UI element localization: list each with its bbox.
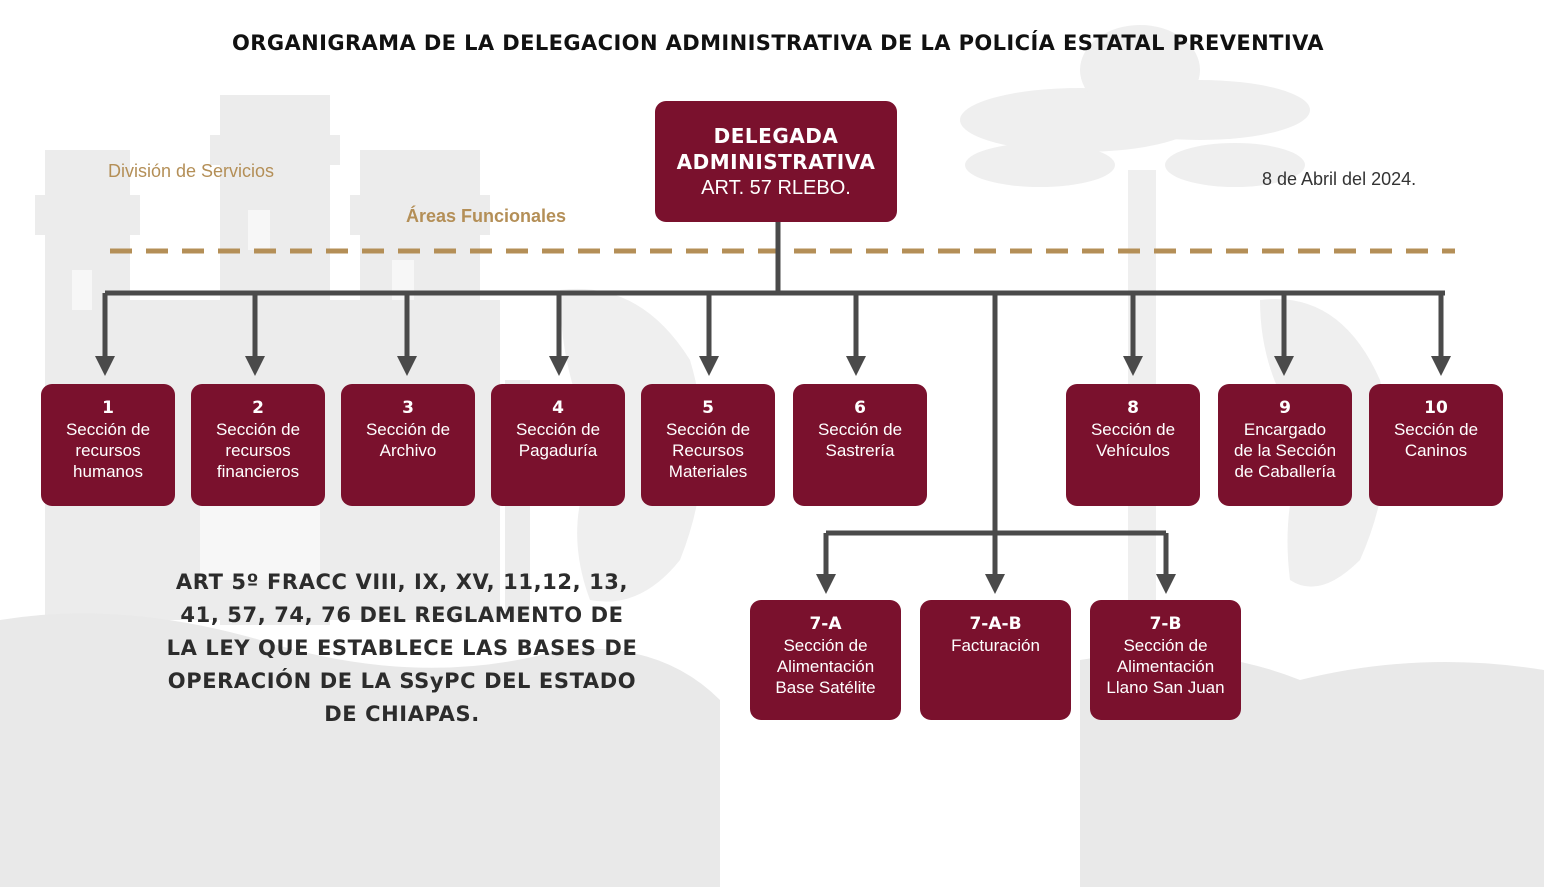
top-node-line2: ADMINISTRATIVA <box>676 150 876 174</box>
section-5-arrowhead <box>699 356 719 376</box>
node-section-7ab: 7-A-B Facturación <box>920 600 1071 720</box>
node-number: 9 <box>1279 398 1291 418</box>
node-section-2: 2 Sección de recursos financieros <box>191 384 325 506</box>
division-label: División de Servicios <box>108 161 275 181</box>
node-section-3: 3 Sección de Archivo <box>341 384 475 506</box>
node-label: Sección de Recursos Materiales <box>665 420 751 481</box>
areas-label: Áreas Funcionales <box>406 206 567 226</box>
section-8-arrowhead <box>1274 356 1294 376</box>
node-number: 2 <box>252 398 264 418</box>
section-4-arrowhead <box>549 356 569 376</box>
node-number: 6 <box>854 398 866 418</box>
top-node-delegada: DELEGADA ADMINISTRATIVA ART. 57 RLEBO. <box>655 101 897 222</box>
subsection-3-arrowhead <box>1156 574 1176 594</box>
subsection-1-arrowhead <box>816 574 836 594</box>
section-6-arrowhead <box>846 356 866 376</box>
node-label: Sección de Archivo <box>365 420 451 460</box>
node-section-8: 8 Sección de Vehículos <box>1066 384 1200 506</box>
node-section-6: 6 Sección de Sastrería <box>793 384 927 506</box>
top-node-line1: DELEGADA <box>713 124 839 148</box>
section-7-arrowhead <box>1123 356 1143 376</box>
node-label: Sección de Sastrería <box>817 420 903 460</box>
node-number: 5 <box>702 398 714 418</box>
node-section-7b: 7-B Sección de Alimentación Llano San Ju… <box>1090 600 1241 720</box>
node-section-5: 5 Sección de Recursos Materiales <box>641 384 775 506</box>
top-node-line3: ART. 57 RLEBO. <box>701 177 851 199</box>
subsection-2-arrowhead <box>985 574 1005 594</box>
node-section-10: 10 Sección de Caninos <box>1369 384 1503 506</box>
node-number: 7-A-B <box>969 614 1022 634</box>
node-number: 1 <box>102 398 114 418</box>
node-label: Sección de Alimentación Llano San Juan <box>1106 636 1225 697</box>
node-number: 7-A <box>809 614 842 634</box>
node-section-9: 9 Encargado de la Sección de Caballería <box>1218 384 1352 506</box>
section-1-arrowhead <box>95 356 115 376</box>
node-number: 8 <box>1127 398 1139 418</box>
section-2-arrowhead <box>245 356 265 376</box>
node-label: Encargado de la Sección de Caballería <box>1233 420 1337 481</box>
node-section-4: 4 Sección de Pagaduría <box>491 384 625 506</box>
date-label: 8 de Abril del 2024. <box>1262 169 1417 189</box>
node-label: Sección de Alimentación Base Satélite <box>775 636 876 697</box>
node-number: 7-B <box>1149 614 1182 634</box>
node-number: 10 <box>1424 398 1448 418</box>
section-9-arrowhead <box>1431 356 1451 376</box>
node-label: Sección de recursos financieros <box>215 420 301 481</box>
legal-reference-text: ART 5º FRACC VIII, IX, XV, 11,12, 13, 41… <box>166 570 638 726</box>
node-number: 4 <box>552 398 564 418</box>
node-section-1: 1 Sección de recursos humanos <box>41 384 175 506</box>
node-label: Sección de Caninos <box>1393 420 1479 460</box>
page-title: ORGANIGRAMA DE LA DELEGACION ADMINISTRAT… <box>232 31 1324 55</box>
node-label: Sección de Pagaduría <box>515 420 601 460</box>
node-label: Sección de recursos humanos <box>65 420 151 481</box>
node-label: Sección de Vehículos <box>1090 420 1176 460</box>
node-label: Facturación <box>951 636 1040 655</box>
section-3-arrowhead <box>397 356 417 376</box>
node-section-7a: 7-A Sección de Alimentación Base Satélit… <box>750 600 901 720</box>
node-number: 3 <box>402 398 414 418</box>
